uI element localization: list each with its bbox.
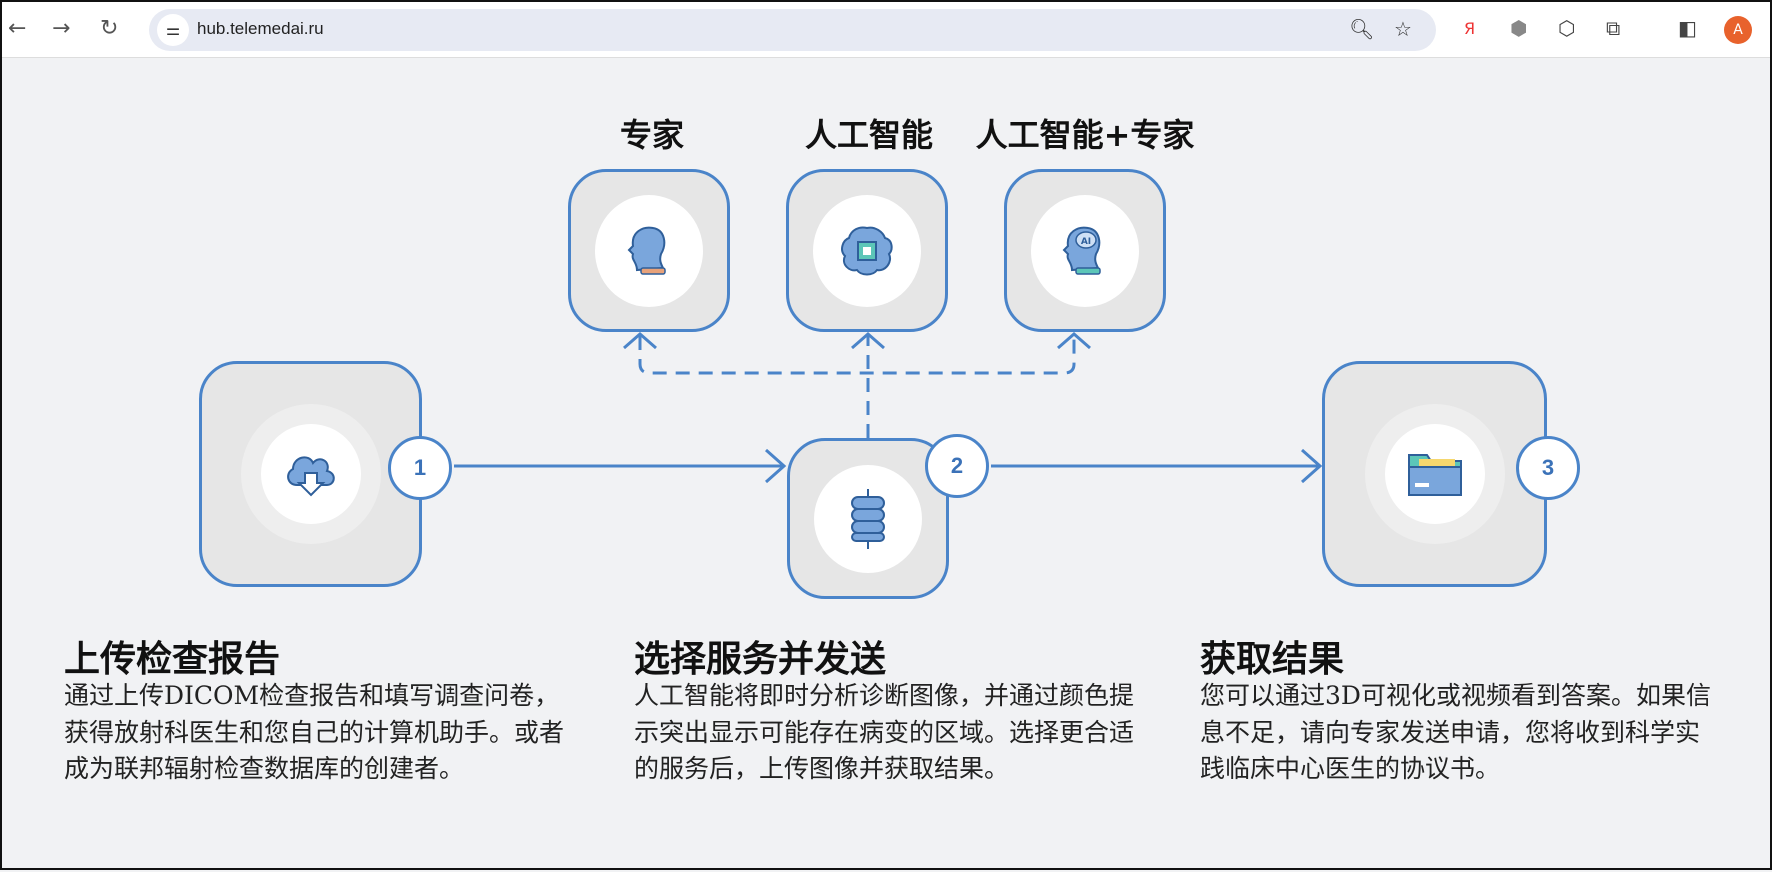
- step-2-badge: 2: [925, 434, 989, 498]
- service-label-ai: 人工智能: [804, 116, 934, 154]
- cloud-upload-icon: [261, 424, 361, 524]
- shield-extension-icon[interactable]: ⬢: [1510, 16, 1528, 40]
- url-text[interactable]: hub.telemedai.ru: [197, 19, 324, 38]
- step-1-description: 通过上传DICOM检查报告和填写调查问卷，获得放射科医生和您自己的计算机助手。或…: [64, 681, 565, 783]
- step-2-card[interactable]: [787, 438, 949, 599]
- browser-toolbar: ← → ↻ ⚌ hub.telemedai.ru 🔍︎ ☆ Я ⬢ ⬡ ⧉ ◧ …: [2, 2, 1770, 58]
- ai-brain-chip-icon: [813, 195, 921, 307]
- bookmark-star-icon[interactable]: ☆: [1394, 17, 1412, 41]
- zoom-icon[interactable]: 🔍︎: [1349, 17, 1375, 41]
- step-1-title: 上传检查报告: [64, 639, 281, 680]
- step-2-title: 选择服务并发送: [634, 639, 887, 680]
- vpn-extension-icon[interactable]: ⬡: [1558, 16, 1576, 40]
- extensions-puzzle-icon[interactable]: ⧉: [1606, 16, 1621, 40]
- forward-icon[interactable]: →: [52, 16, 71, 41]
- head-icon: [595, 195, 703, 307]
- dashed-connectors: [638, 336, 1076, 438]
- ai-head-icon: AI: [1031, 195, 1139, 307]
- site-settings-icon[interactable]: ⚌: [157, 14, 189, 46]
- step-3-description: 您可以通过3D可视化或视频看到答案。如果信息不足，请向专家发送申请，您将收到科学…: [1200, 681, 1711, 783]
- service-label-ai-expert: 人工智能+专家: [975, 116, 1195, 154]
- step-1-card[interactable]: [199, 361, 422, 587]
- service-ai-card[interactable]: [786, 169, 948, 332]
- step-3-card[interactable]: [1322, 361, 1547, 587]
- address-bar[interactable]: ⚌ hub.telemedai.ru 🔍︎ ☆: [149, 9, 1436, 51]
- svg-text:AI: AI: [1081, 237, 1091, 247]
- reload-icon[interactable]: ↻: [100, 16, 119, 41]
- service-expert-card[interactable]: [568, 169, 730, 332]
- yandex-extension-icon[interactable]: Я: [1464, 19, 1476, 38]
- database-icon: [814, 465, 922, 573]
- side-panel-icon[interactable]: ◧: [1678, 16, 1697, 40]
- step-1-badge: 1: [388, 436, 452, 500]
- back-icon[interactable]: ←: [8, 16, 27, 41]
- step-2-description: 人工智能将即时分析诊断图像，并通过颜色提示突出显示可能存在病变的区域。选择更合适…: [634, 681, 1135, 783]
- step-3-title: 获取结果: [1200, 639, 1345, 680]
- profile-avatar[interactable]: A: [1724, 16, 1752, 44]
- service-ai-expert-card[interactable]: AI: [1004, 169, 1166, 332]
- folder-icon: [1385, 424, 1485, 524]
- service-label-expert: 专家: [619, 116, 685, 154]
- step-3-badge: 3: [1516, 436, 1580, 500]
